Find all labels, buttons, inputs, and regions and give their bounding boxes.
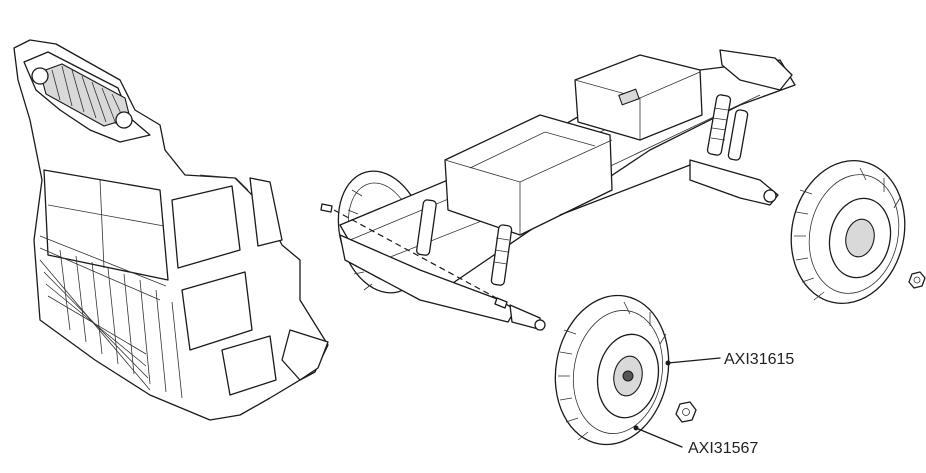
side-window-rear (181, 271, 253, 351)
side-window-front (171, 185, 241, 269)
grille (31, 63, 133, 129)
axle-pin (320, 203, 508, 309)
front-shocks (706, 94, 749, 161)
body-shell (13, 39, 329, 421)
electronics-box (574, 54, 703, 141)
front-axle (689, 159, 779, 206)
callout-axi31615: AXI31615 (665, 351, 794, 368)
headlight-left (31, 67, 49, 85)
headlight-right (115, 111, 133, 129)
body-side-ribs (39, 235, 183, 399)
callout-axi31615-label: AXI31615 (724, 351, 794, 368)
front-bumper (719, 49, 793, 91)
battery-box (444, 114, 613, 236)
chassis-assembly (337, 49, 796, 331)
callout-axi31567-label: AXI31567 (688, 440, 758, 457)
wheel-front-lower (554, 294, 670, 446)
nut-right (908, 271, 926, 289)
rear-shocks (416, 199, 513, 286)
nut-lower (675, 401, 697, 423)
wheel-right-front (790, 159, 906, 305)
callout-axi31567: AXI31567 (633, 425, 758, 457)
